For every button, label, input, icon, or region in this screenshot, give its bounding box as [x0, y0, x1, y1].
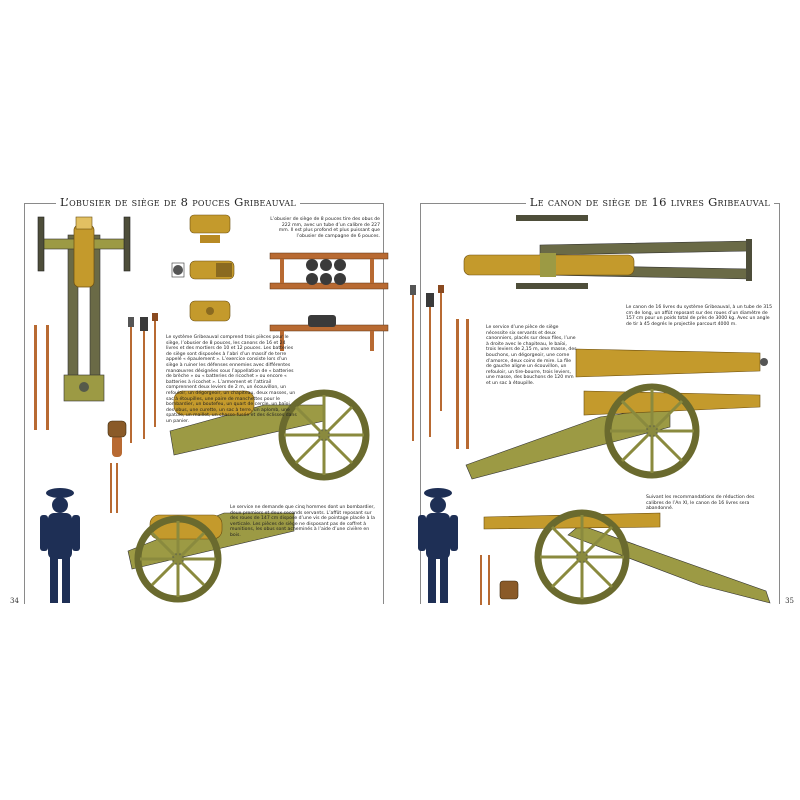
left-text-2: Le système Gribeauval comprend trois piè… — [166, 335, 297, 424]
left-page-title: L’obusier de siège de 8 pouces Gribeauva… — [56, 195, 301, 209]
cannon-side-view — [465, 383, 761, 480]
right-text-2: Le service d’une pièce de siège nécessit… — [486, 325, 577, 386]
shell-tray — [269, 252, 389, 351]
right-page-title: Le canon de siège de 16 livres Gribeauva… — [525, 195, 774, 209]
right-text-3: Suivant les recommandations de réduction… — [646, 495, 755, 512]
right-page: Le canon de siège de 16 livres Gribeauva… — [410, 195, 794, 605]
cannon-rear-view — [483, 509, 771, 605]
tools — [410, 285, 519, 605]
cannon-top-view — [463, 215, 752, 289]
left-page-number: 34 — [10, 597, 19, 605]
howitzer-top-view — [37, 216, 131, 402]
right-page-number: 35 — [785, 597, 794, 605]
howitzer-barrel-views — [171, 214, 235, 322]
soldier-silhouette — [418, 488, 458, 603]
cannon-barrel-side — [575, 348, 768, 378]
right-illustrations — [410, 215, 771, 605]
left-page: L’obusier de siège de 8 pouces Gribeauva… — [10, 195, 389, 605]
tools — [34, 313, 158, 513]
left-illustrations — [34, 214, 389, 603]
left-text-1: L’obusier de siège de 8 pouces tire des … — [270, 217, 380, 239]
right-text-1: Le canon de 16 livres du système Gribeau… — [626, 305, 772, 327]
howitzer-rear-view — [127, 512, 295, 603]
left-text-3: Le service ne demande que cinq hommes do… — [230, 505, 375, 538]
soldier-silhouette — [40, 488, 80, 603]
howitzer-side-view — [169, 389, 370, 481]
